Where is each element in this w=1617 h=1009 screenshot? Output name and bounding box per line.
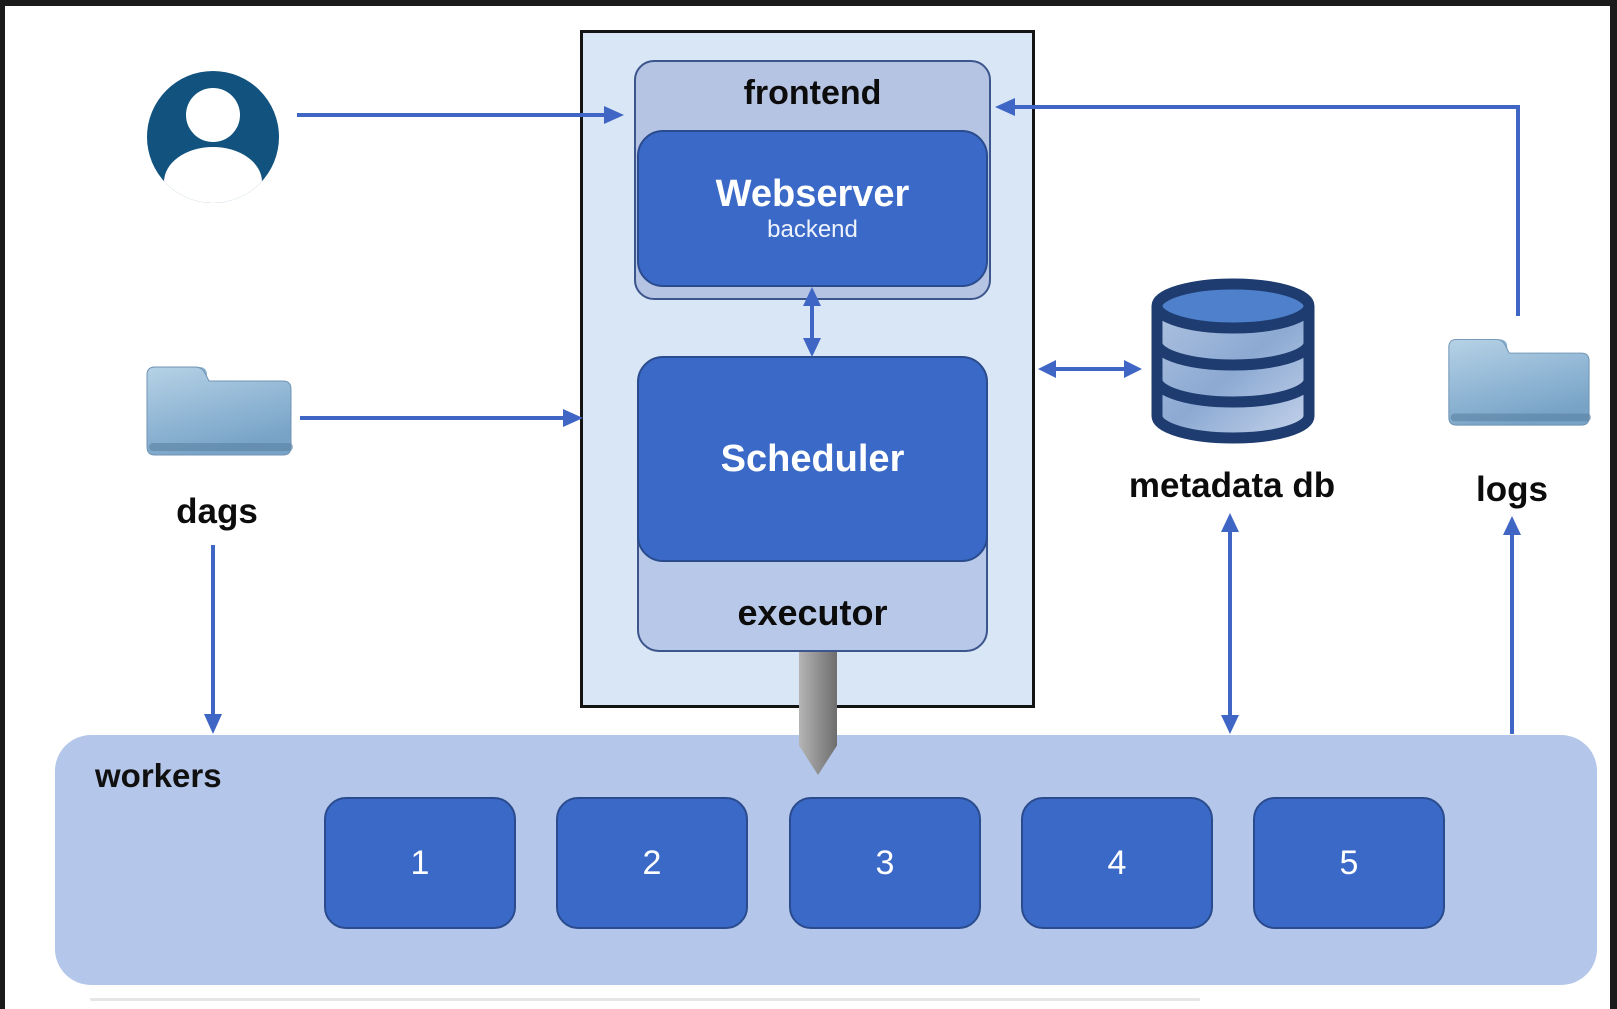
worker-node-4: 4 [1021,797,1213,929]
logs-label: logs [1476,470,1548,509]
arrow-workers-to-logs [1503,516,1521,734]
thick-down-arrow-icon [799,652,837,775]
frame-border-top [0,0,1617,6]
bottom-hairline [90,998,1200,1001]
logs-folder-icon [1448,338,1592,426]
worker-node-5: 5 [1253,797,1445,929]
frame-border-left [0,0,5,1009]
arrow-metadata-db-workers-two-way [1221,513,1239,734]
metadata-db-label: metadata db [1128,466,1336,505]
executor-label: executor [737,592,888,633]
worker-node-3: 3 [789,797,981,929]
worker-node-2: 2 [556,797,748,929]
avatar-head [186,88,240,142]
scheduler-box: Scheduler [637,356,988,562]
dags-label: dags [176,492,258,531]
frontend-label: frontend [743,74,882,112]
metadata-db-icon [1151,278,1315,444]
user-avatar-icon [147,71,279,203]
scheduler-label: Scheduler [720,437,905,480]
dags-folder-icon [146,366,293,456]
arrow-container-metadata-db-two-way [1038,360,1142,378]
frame-border-right [1610,0,1617,1009]
arrow-dags-to-scheduler-container [300,409,583,427]
worker-node-1: 1 [324,797,516,929]
webserver-box: Webserver backend [637,130,988,287]
webserver-backend-label: backend [767,216,858,244]
arrow-dags-to-workers [204,545,222,734]
webserver-label: Webserver [715,173,910,216]
arrow-user-to-frontend [297,106,624,124]
workers-label: workers [95,757,222,794]
avatar-body [164,147,262,203]
